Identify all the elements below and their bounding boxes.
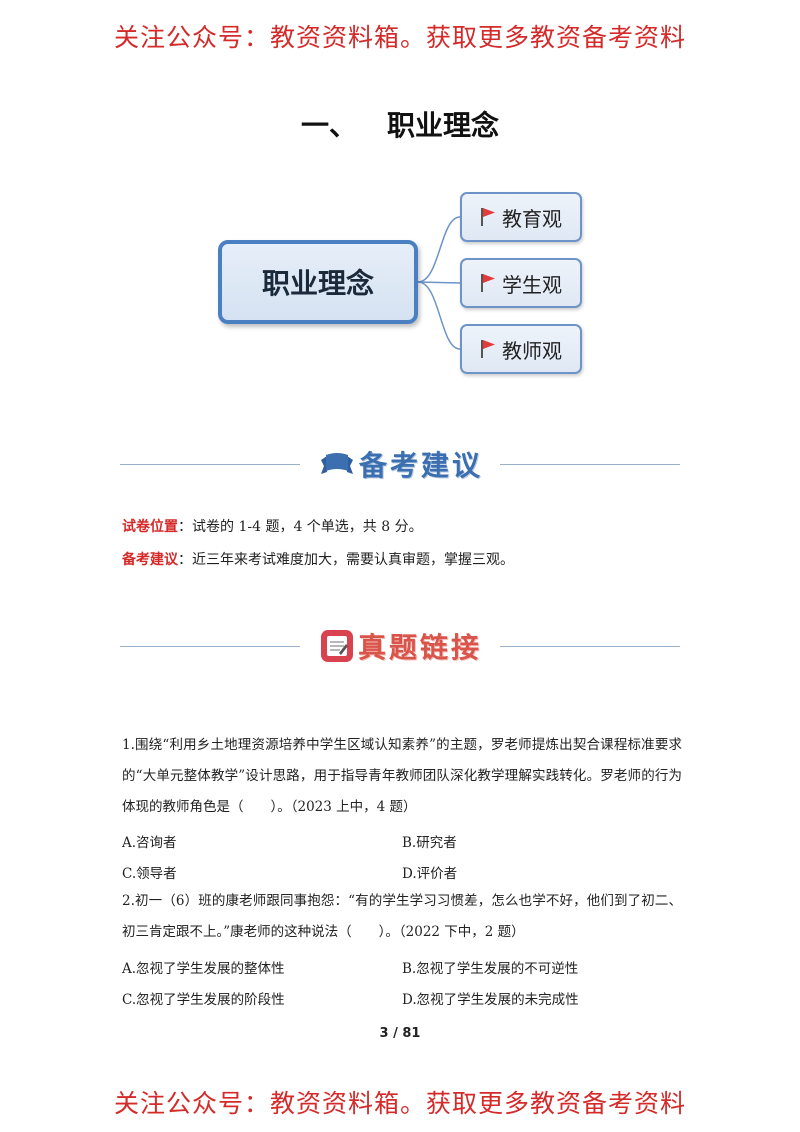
exam-advice-label: 备考建议 <box>122 552 178 568</box>
question-1-option-a: A.咨询者 <box>122 835 177 851</box>
divider-line <box>120 464 300 465</box>
advice-section-header: 备考建议 <box>120 444 680 484</box>
links-header-text: 真题链接 <box>357 631 482 664</box>
divider-line <box>500 646 680 647</box>
exam-position-text: ：试卷的 1-4 题，4 个单选，共 8 分。 <box>178 519 423 535</box>
promo-banner-top: 关注公众号：教资资料箱。获取更多教资备考资料 <box>113 23 686 52</box>
question-2-option-b: B.忽视了学生发展的不可逆性 <box>402 961 579 977</box>
question-2-option-a: A.忽视了学生发展的整体性 <box>122 961 285 977</box>
flag-icon <box>481 340 495 358</box>
question-2-text: 2.初一（6）班的康老师跟同事抱怨：“有的学生学习习惯差，怎么也学不好，他们到了… <box>122 893 682 940</box>
question-1-option-d: D.评价者 <box>402 866 458 882</box>
question-1-option-b: B.研究者 <box>402 835 457 851</box>
mindmap-node-label: 教育观 <box>502 206 562 231</box>
mindmap-node-education: 教育观 <box>460 192 582 242</box>
notebook-icon <box>320 630 353 662</box>
links-section-header: 真题链接 <box>120 626 680 666</box>
mindmap-connectors <box>417 216 461 350</box>
question-1-option-c: C.领导者 <box>122 866 177 882</box>
promo-banner-bottom: 关注公众号：教资资料箱。获取更多教资备考资料 <box>113 1089 686 1118</box>
page-number: 3 / 81 <box>379 1026 421 1041</box>
mindmap-node-teacher: 教师观 <box>460 324 582 374</box>
divider-line <box>500 464 680 465</box>
mindmap-node-label: 教师观 <box>502 338 562 363</box>
section-title-text: 职业理念 <box>387 109 500 142</box>
ribbon-icon <box>320 453 353 474</box>
mindmap-node-label: 学生观 <box>502 272 562 297</box>
question-2-option-d: D.忽视了学生发展的未完成性 <box>402 992 579 1008</box>
flag-icon <box>481 274 495 292</box>
section-title: 一、职业理念 <box>0 104 800 144</box>
section-number: 一、 <box>300 109 357 142</box>
question-1-text: 1.围绕“利用乡土地理资源培养中学生区域认知素养”的主题，罗老师提炼出契合课程标… <box>122 737 682 815</box>
exam-advice-line: 备考建议：近三年来考试难度加大，需要认真审题，掌握三观。 <box>122 549 514 569</box>
question-2-option-c: C.忽视了学生发展的阶段性 <box>122 992 285 1008</box>
exam-position-label: 试卷位置 <box>122 519 178 535</box>
exam-advice-text: ：近三年来考试难度加大，需要认真审题，掌握三观。 <box>178 552 514 568</box>
exam-position-line: 试卷位置：试卷的 1-4 题，4 个单选，共 8 分。 <box>122 516 423 536</box>
advice-header-text: 备考建议 <box>358 449 483 482</box>
divider-line <box>120 646 300 647</box>
mindmap-node-student: 学生观 <box>460 258 582 308</box>
mindmap-root: 职业理念 <box>218 240 418 324</box>
flag-icon <box>481 208 495 226</box>
